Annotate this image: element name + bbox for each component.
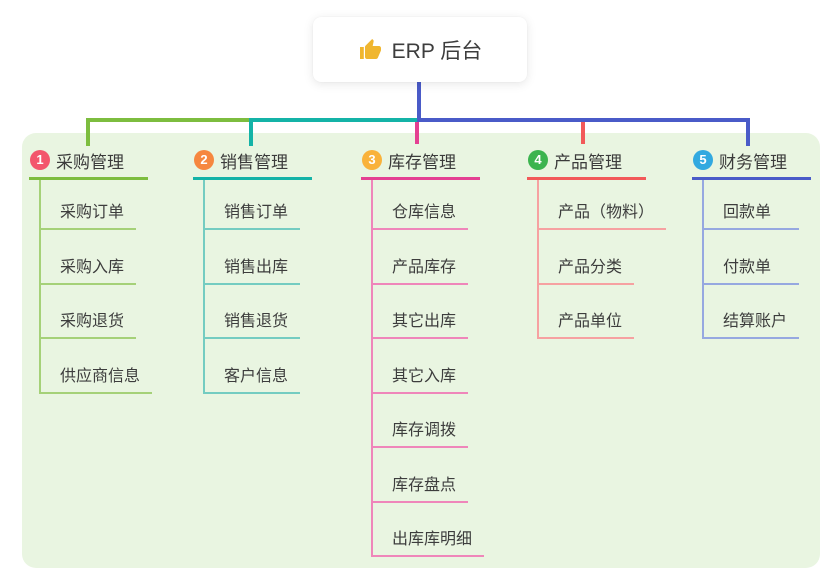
branch-inventory: 3 库存管理 仓库信息 产品库存 其它出库 其它入库 库存调拨 库存盘点 出库库… bbox=[361, 149, 485, 557]
connector-bus-segment-blue bbox=[417, 118, 750, 122]
branch-finance: 5 财务管理 回款单 付款单 结算账户 bbox=[692, 149, 811, 339]
branch-purchase-items: 采购订单 采购入库 采购退货 供应商信息 bbox=[39, 180, 153, 394]
root-label: ERP 后台 bbox=[391, 39, 483, 63]
node-supplier-info[interactable]: 供应商信息 bbox=[41, 339, 153, 394]
connector-root-drop bbox=[417, 82, 421, 120]
branch-finance-items: 回款单 付款单 结算账户 bbox=[702, 180, 800, 339]
branch-number-badge: 3 bbox=[362, 150, 382, 170]
node-other-outbound[interactable]: 其它出库 bbox=[373, 285, 469, 339]
node-customer-info[interactable]: 客户信息 bbox=[205, 339, 301, 394]
branch-product: 4 产品管理 产品（物料） 产品分类 产品单位 bbox=[527, 149, 667, 339]
connector-drop-inventory bbox=[415, 122, 419, 144]
node-stock-count[interactable]: 库存盘点 bbox=[373, 448, 469, 503]
branch-sales-header[interactable]: 2 销售管理 bbox=[193, 149, 312, 180]
branches-background-panel bbox=[22, 133, 820, 568]
node-sales-order[interactable]: 销售订单 bbox=[205, 180, 301, 230]
node-stock-transfer[interactable]: 库存调拨 bbox=[373, 394, 469, 448]
branch-label: 采购管理 bbox=[56, 152, 124, 172]
node-product-unit[interactable]: 产品单位 bbox=[539, 285, 635, 339]
branch-number-badge: 1 bbox=[30, 150, 50, 170]
branch-number-badge: 2 bbox=[194, 150, 214, 170]
node-purchase-order[interactable]: 采购订单 bbox=[41, 180, 137, 230]
connector-drop-product bbox=[581, 122, 585, 144]
branch-purchase-header[interactable]: 1 采购管理 bbox=[29, 149, 148, 180]
connector-bus-segment-green bbox=[86, 118, 251, 122]
connector-drop-purchase bbox=[86, 118, 90, 146]
branch-inventory-header[interactable]: 3 库存管理 bbox=[361, 149, 480, 180]
node-product-stock[interactable]: 产品库存 bbox=[373, 230, 469, 285]
branch-label: 产品管理 bbox=[554, 152, 622, 172]
branch-sales-items: 销售订单 销售出库 销售退货 客户信息 bbox=[203, 180, 301, 394]
node-product-material[interactable]: 产品（物料） bbox=[539, 180, 667, 230]
node-sales-outbound[interactable]: 销售出库 bbox=[205, 230, 301, 285]
node-purchase-return[interactable]: 采购退货 bbox=[41, 285, 137, 339]
connector-bus-segment-teal bbox=[249, 118, 419, 122]
branch-number-badge: 4 bbox=[528, 150, 548, 170]
node-warehouse-info[interactable]: 仓库信息 bbox=[373, 180, 469, 230]
connector-drop-sales bbox=[249, 118, 253, 146]
branch-finance-header[interactable]: 5 财务管理 bbox=[692, 149, 811, 180]
branch-label: 财务管理 bbox=[719, 152, 787, 172]
branch-label: 销售管理 bbox=[220, 152, 288, 172]
node-other-inbound[interactable]: 其它入库 bbox=[373, 339, 469, 394]
thumbs-up-icon bbox=[359, 38, 381, 59]
branch-product-header[interactable]: 4 产品管理 bbox=[527, 149, 646, 180]
node-outbound-detail[interactable]: 出库库明细 bbox=[373, 503, 485, 557]
connector-drop-finance bbox=[746, 118, 750, 146]
branch-purchase: 1 采购管理 采购订单 采购入库 采购退货 供应商信息 bbox=[29, 149, 153, 394]
node-product-category[interactable]: 产品分类 bbox=[539, 230, 635, 285]
node-purchase-inbound[interactable]: 采购入库 bbox=[41, 230, 137, 285]
node-settlement-account[interactable]: 结算账户 bbox=[704, 285, 800, 339]
branch-product-items: 产品（物料） 产品分类 产品单位 bbox=[537, 180, 667, 339]
root-node-erp[interactable]: ERP 后台 bbox=[313, 17, 527, 82]
node-sales-return[interactable]: 销售退货 bbox=[205, 285, 301, 339]
branch-inventory-items: 仓库信息 产品库存 其它出库 其它入库 库存调拨 库存盘点 出库库明细 bbox=[371, 180, 485, 557]
node-receipt-bill[interactable]: 回款单 bbox=[704, 180, 799, 230]
branch-label: 库存管理 bbox=[388, 152, 456, 172]
branch-number-badge: 5 bbox=[693, 150, 713, 170]
branch-sales: 2 销售管理 销售订单 销售出库 销售退货 客户信息 bbox=[193, 149, 312, 394]
node-payment-bill[interactable]: 付款单 bbox=[704, 230, 799, 285]
